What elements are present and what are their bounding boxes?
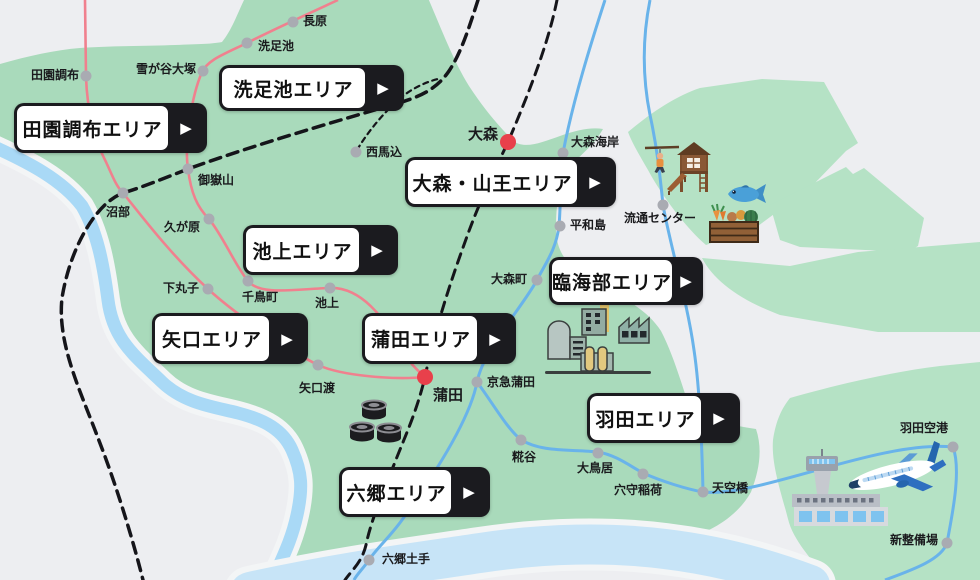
arrow-icon: ▶ — [463, 484, 475, 501]
island-north-shape — [628, 79, 858, 245]
arrow-icon: ▶ — [371, 242, 383, 259]
airport-terminal-icon — [792, 449, 888, 526]
area-button-label: 洗足池エリア — [222, 68, 365, 108]
area-button-yaguchi[interactable]: 矢口エリア ▶ — [152, 313, 308, 364]
area-button-rinkaibu[interactable]: 臨海部エリア ▶ — [549, 257, 703, 305]
black-barrels-icon — [349, 399, 402, 443]
area-button-denenchofu[interactable]: 田園調布エリア ▶ — [14, 103, 207, 153]
area-button-label: 蒲田エリア — [365, 316, 477, 361]
area-button-label: 大森・山王エリア — [408, 160, 577, 204]
island-east-shape — [702, 242, 980, 332]
area-button-senzokuike[interactable]: 洗足池エリア ▶ — [219, 65, 404, 111]
arrow-icon: ▶ — [489, 330, 501, 348]
arrow-icon: ▶ — [713, 410, 725, 427]
factory-icon — [545, 300, 651, 374]
arrow-icon: ▶ — [589, 174, 601, 191]
arrow-icon: ▶ — [281, 330, 293, 348]
area-button-haneda[interactable]: 羽田エリア ▶ — [587, 393, 740, 443]
area-button-ikegami[interactable]: 池上エリア ▶ — [243, 225, 398, 275]
area-button-label: 池上エリア — [246, 228, 359, 272]
area-button-rokugo[interactable]: 六郷エリア ▶ — [339, 467, 490, 517]
arrow-icon: ▶ — [180, 120, 192, 137]
tokyu-tamagawa-line — [83, 0, 426, 380]
area-button-label: 臨海部エリア — [552, 260, 673, 302]
area-button-label: 田園調布エリア — [17, 106, 168, 150]
area-button-label: 六郷エリア — [342, 470, 451, 514]
asakusa-line — [355, 77, 440, 152]
airplane-icon — [848, 441, 947, 492]
area-button-omori-sanno[interactable]: 大森・山王エリア ▶ — [405, 157, 616, 207]
tama-river — [0, 142, 308, 580]
arrow-icon: ▶ — [377, 80, 389, 97]
vegetable-crate-icon — [709, 203, 759, 243]
fish-icon — [728, 184, 766, 203]
river-mouth — [234, 524, 830, 580]
shinkansen-line — [59, 0, 480, 580]
area-button-kamata[interactable]: 蒲田エリア ▶ — [362, 313, 516, 364]
playground-icon — [644, 142, 711, 195]
area-button-label: 羽田エリア — [590, 396, 701, 440]
area-button-label: 矢口エリア — [155, 316, 269, 361]
island-small-shape — [770, 167, 924, 252]
arrow-icon: ▶ — [680, 273, 692, 290]
